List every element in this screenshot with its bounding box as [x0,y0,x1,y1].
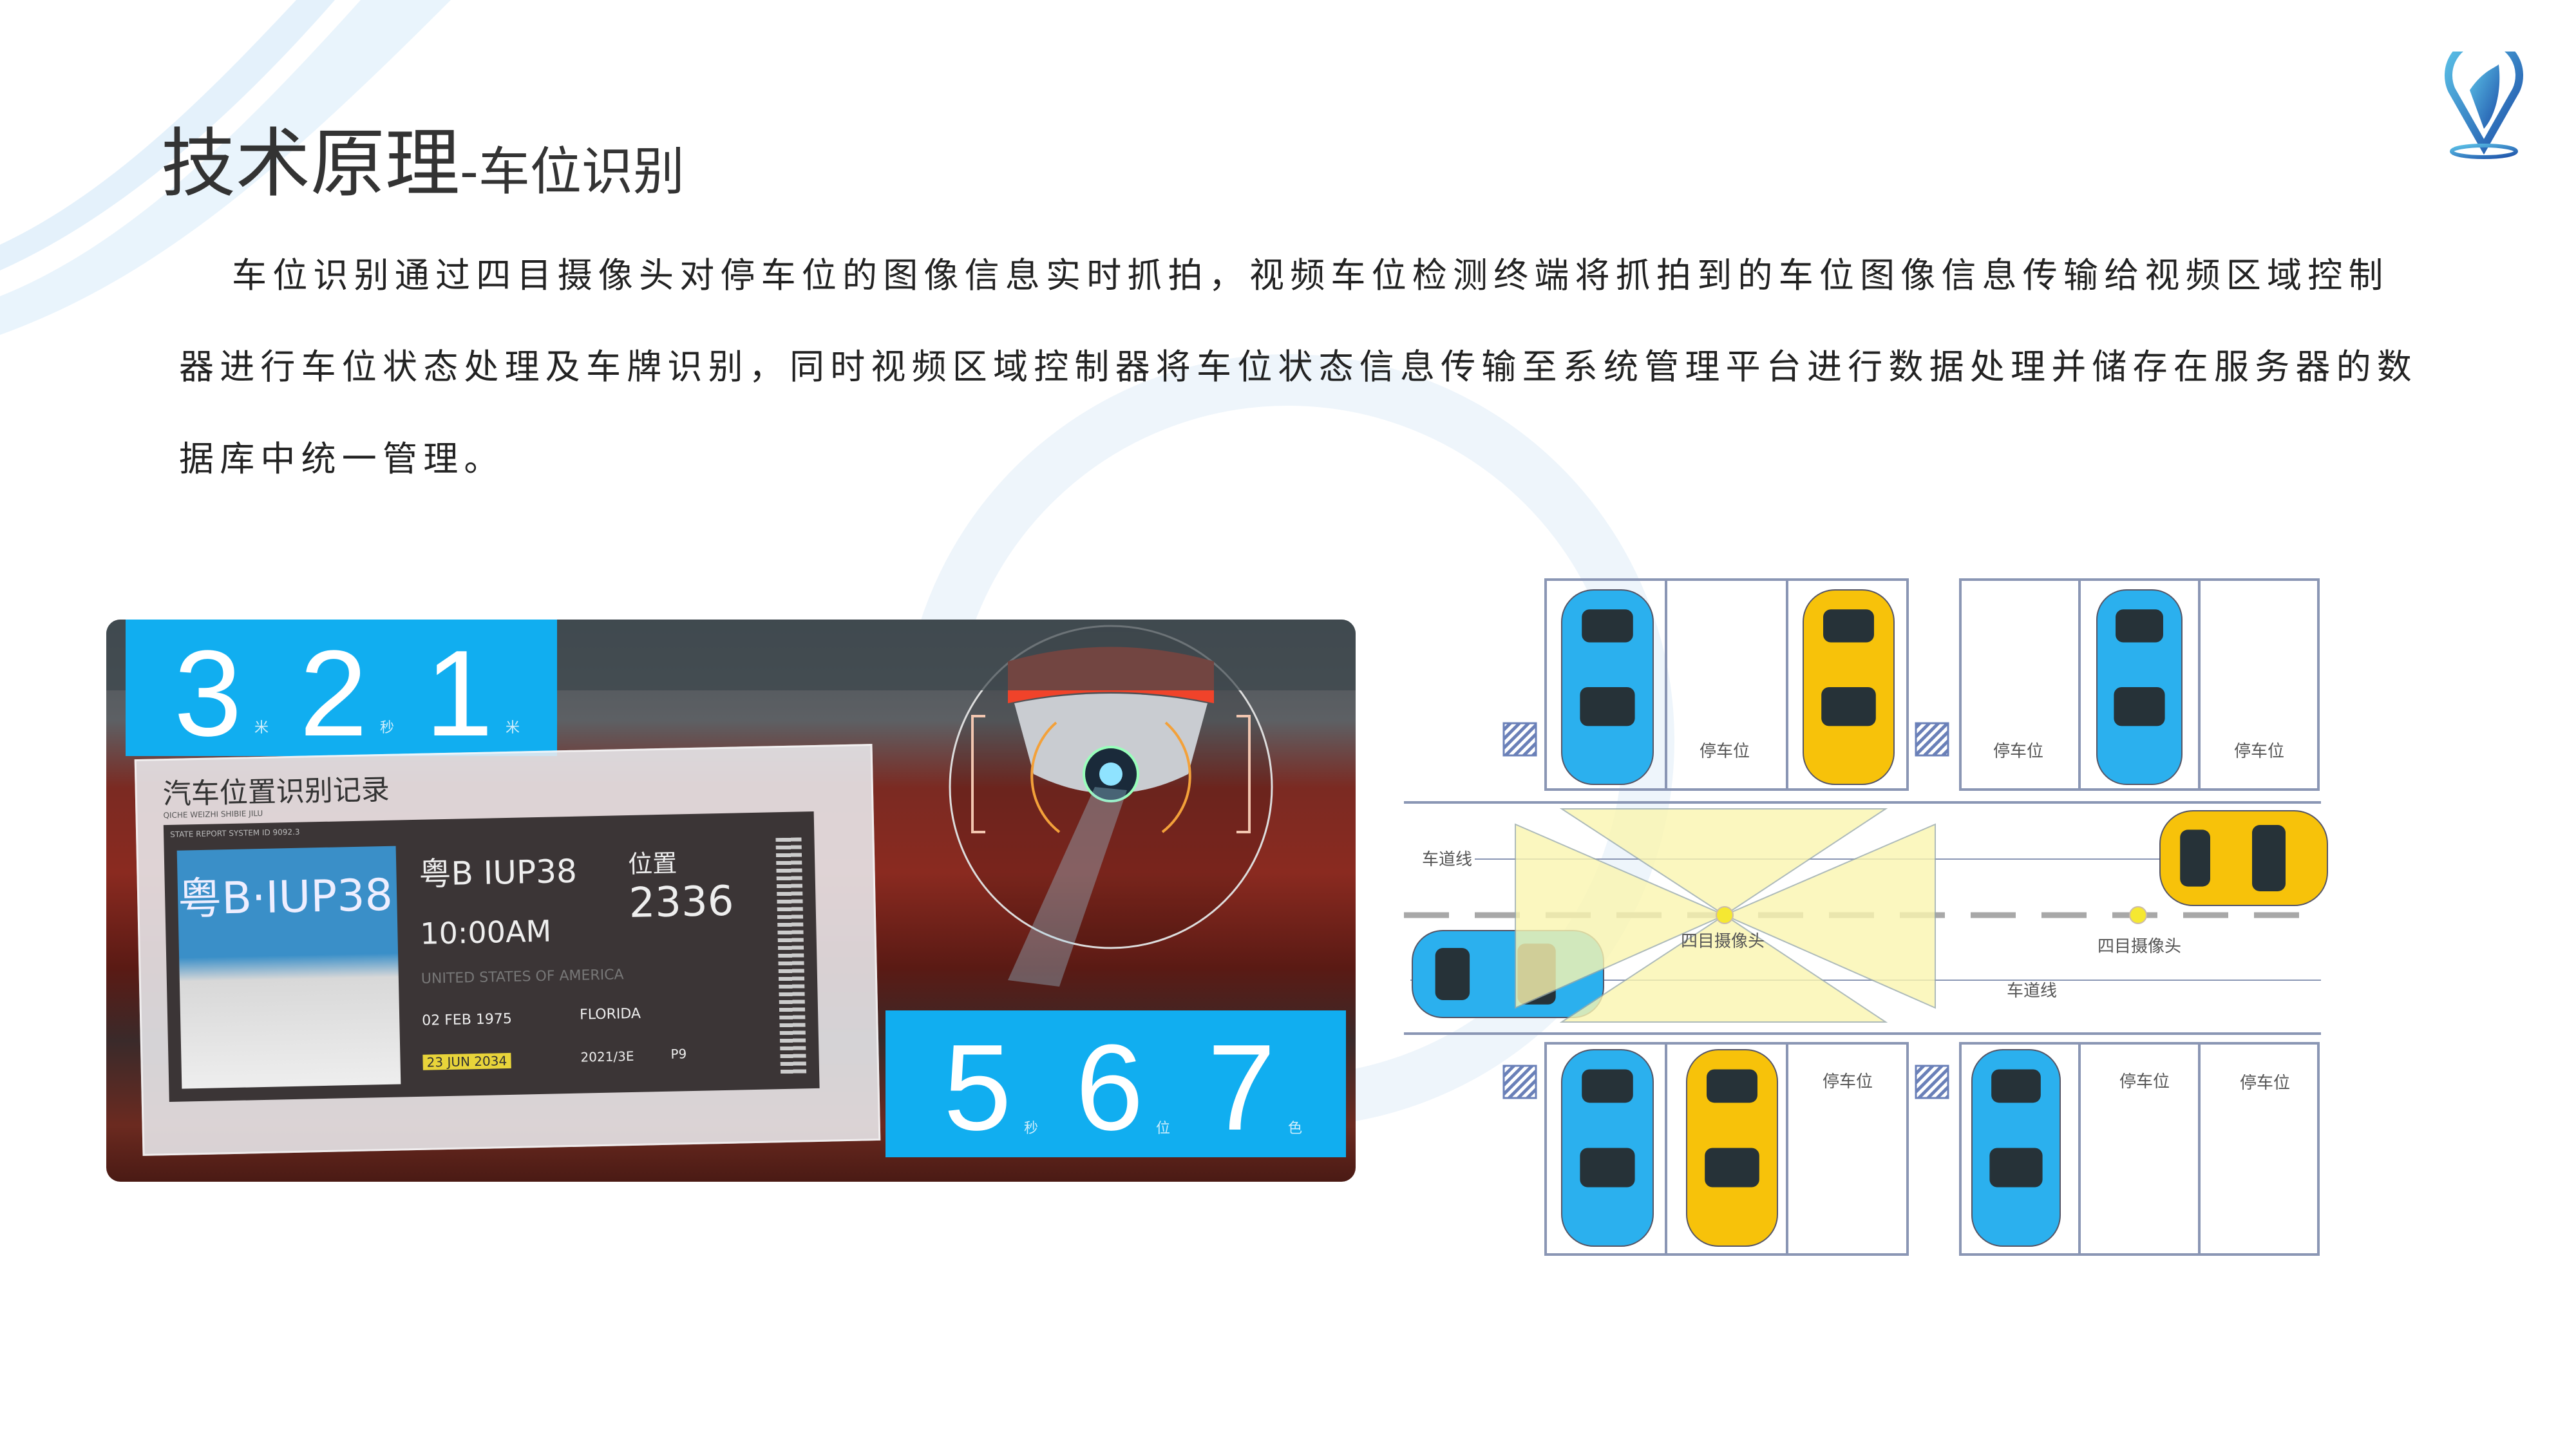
record-time: 10:00AM [419,913,552,951]
description-line-2: 器进行车位状态处理及车牌识别，同时视频区域控制器将车位状态信息传输至系统管理平台… [179,346,2418,387]
counter-digit: 7 [1208,1019,1276,1156]
camera-label: 四目摄像头 [1681,932,1765,951]
counter-digit: 1 [425,625,493,762]
parking-diagram: 停车位 停车位 停车位 停车位 停车位 停车位 车道线 车道线 四目摄像头 四目… [1404,578,2328,1256]
system-id: STATE REPORT SYSTEM ID 9092.3 [169,827,300,839]
page-title: 技术原理-车位识别 [161,103,685,211]
position-value: 2336 [628,877,735,928]
plate-number: 粤B IUP38 [418,852,578,893]
code: 2021/3E [580,1048,634,1065]
card-pinyin: QICHE WEIZHI SHIBIE JILU [163,808,263,820]
counter-panel-top: 3 米 2 秒 1 米 [126,620,557,756]
date-1: 02 FEB 1975 [422,1010,513,1029]
blue-car-icon [2096,589,2183,785]
car-window [2252,825,2286,891]
plate-photo: 粤B·IUP38 [176,846,401,1089]
counter-digit: 3 [174,625,242,762]
counter-digit: 5 [943,1019,1012,1156]
blue-car-icon [1971,1049,2061,1247]
counter-digit: 6 [1075,1019,1144,1156]
slot-label: 停车位 [2234,742,2284,761]
lane-label: 车道线 [2007,981,2057,1001]
counter-unit: 色 [1288,1121,1303,1137]
slot-label: 停车位 [1700,742,1750,761]
car-window [1823,609,1874,643]
fov-horizontal [1515,823,1936,1009]
car-window [1580,1148,1635,1188]
car-window [1991,1069,2041,1103]
parking-block-top-right [1959,578,2320,791]
camera-field-of-view [1515,808,1936,1023]
nationality: UNITED STATES OF AMERICA [421,967,624,987]
camera-dot-2 [2129,906,2147,924]
car-window [2180,829,2210,887]
car-window [1435,948,1470,1000]
slot-label: 停车位 [2240,1074,2290,1093]
title-sub: -车位识别 [460,142,685,202]
camera-dot-1 [1716,906,1734,924]
counter-panel-bottom: 5 秒 6 位 7 色 [886,1010,1346,1157]
lane-label: 车道线 [1422,850,1472,869]
yellow-car-icon [1686,1049,1778,1247]
car-window [2116,609,2163,643]
car-window [1989,1148,2043,1188]
plate-photo-text: 粤B·IUP38 [177,869,393,925]
hatched-marker [1915,1065,1949,1099]
counter-unit: 秒 [380,720,395,736]
title-main: 技术原理 [161,120,460,207]
description-line-1: 车位识别通过四目摄像头对停车位的图像信息实时抓拍，视频车位检测终端将抓拍到的车位… [232,255,2389,296]
company-logo-icon [2445,52,2523,159]
card-title: 汽车位置识别记录 [162,773,390,811]
counter-unit: 米 [254,720,269,736]
hatched-marker [1915,722,1949,757]
camera-label: 四目摄像头 [2098,937,2181,956]
slot-label: 停车位 [1993,742,2043,761]
car-window [1821,687,1876,726]
position-label: 位置 [627,849,677,879]
car-window [1580,687,1635,726]
recognition-record-card: 汽车位置识别记录 QICHE WEIZHI SHIBIE JILU STATE … [134,744,881,1156]
car-window [1582,609,1633,643]
description-line-3: 据库中统一管理。 [179,439,505,479]
parking-block-bottom-right [1959,1042,2320,1256]
hatched-marker [1502,722,1537,757]
counter-digit: 2 [299,625,368,762]
yellow-car-icon [1803,589,1895,785]
card-panel: STATE REPORT SYSTEM ID 9092.3 粤B·IUP38 粤… [163,811,820,1103]
barcode [775,837,807,1077]
place: FLORIDA [579,1005,641,1023]
blue-car-icon [1561,1049,1654,1247]
blue-car-icon [1561,589,1654,785]
counter-unit: 秒 [1024,1121,1039,1137]
car-window [2114,687,2165,726]
car-window [1705,1148,1759,1188]
fov-vertical [1559,808,1888,1023]
car-window [1707,1069,1757,1103]
parking-block-bottom-left [1544,1042,1909,1256]
recognition-photo: 3 米 2 秒 1 米 汽车位置识别记录 QICHE WEIZHI SHIBIE… [106,620,1356,1182]
parking-block-top-left [1544,578,1909,791]
car-window [1582,1069,1633,1103]
slot-label: 停车位 [1823,1072,1873,1092]
slot-label: 停车位 [2119,1072,2170,1092]
counter-unit: 米 [506,720,520,736]
date-2: 23 JUN 2034 [422,1052,511,1070]
code-2: P9 [670,1046,687,1062]
yellow-car-icon [2159,810,2328,906]
hatched-marker [1502,1065,1537,1099]
counter-unit: 位 [1156,1121,1171,1137]
